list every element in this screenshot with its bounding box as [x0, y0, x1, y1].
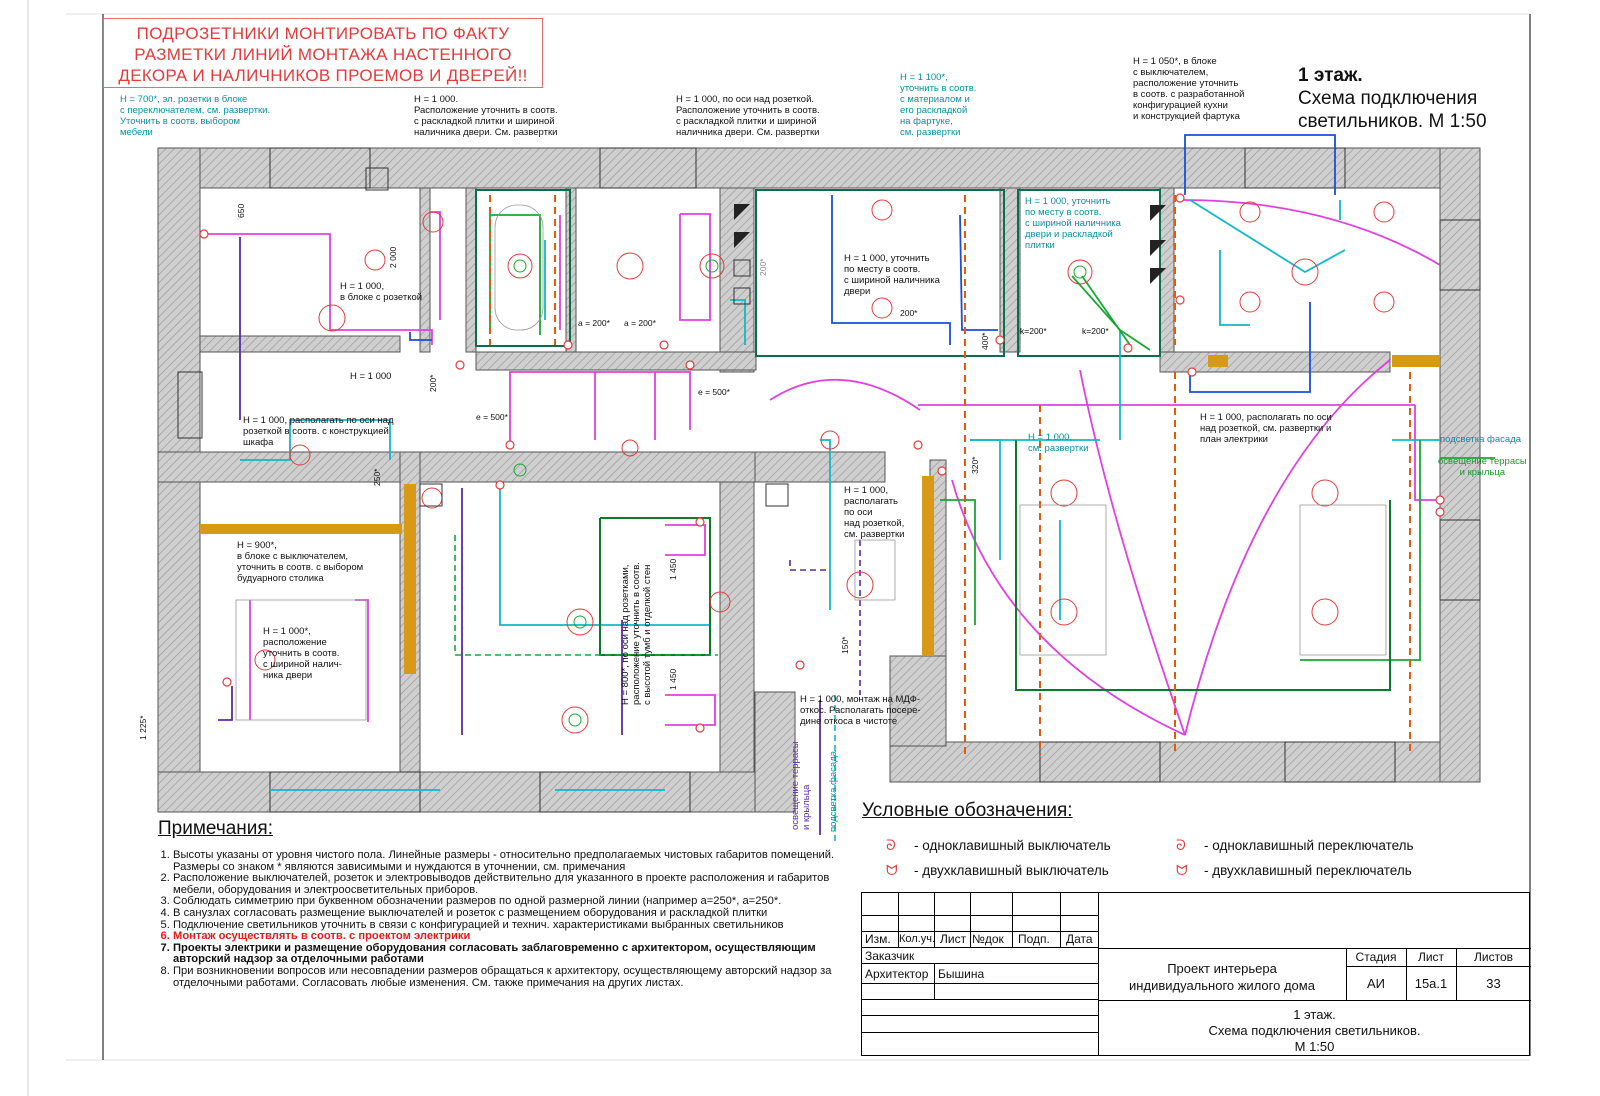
annotation-1000-see: H = 1 000, см. развертки: [1028, 432, 1089, 454]
legend-heading: Условные обозначения:: [862, 800, 1073, 821]
dim-1225: 1 225*: [138, 715, 148, 740]
legend-section: Условные обозначения:: [862, 800, 1502, 836]
dim-k200-2: k=200*: [1082, 326, 1109, 336]
double-switch-icon: ᗢ: [886, 862, 898, 878]
note-5: Подключение светильников уточнить в связ…: [173, 919, 858, 932]
warning-box: ПОДРОЗЕТНИКИ МОНТИРОВАТЬ ПО ФАКТУ РАЗМЕТ…: [103, 18, 543, 88]
annotation-facade-lighting-vertical: подсветка фасада: [828, 750, 839, 832]
architect-label: Архитектор: [865, 967, 929, 981]
architect-name: Бышина: [938, 967, 985, 981]
dim-400: 400*: [980, 332, 990, 351]
dim-650: 650: [236, 203, 246, 218]
note-7: Проекты электрики и размещение оборудова…: [173, 942, 858, 966]
annotation-facade-lighting: подсветка фасада: [1440, 434, 1522, 445]
title-floor: 1 этаж.: [1298, 65, 1363, 86]
dim-1450-1: 1 450: [668, 558, 678, 580]
sheet-value: 15а.1: [1414, 976, 1448, 991]
single-switch-icon: ᘐ: [886, 837, 896, 853]
dim-150: 150*: [840, 636, 850, 655]
note-8: При возникновении вопросов или несовпаде…: [173, 965, 858, 989]
notes-heading: Примечания:: [158, 818, 273, 839]
title-block: Изм. Кол.уч. Лист №док Подп. Дата Заказч…: [861, 892, 1531, 1056]
dim-200: 200*: [900, 308, 918, 318]
col-kol: Кол.уч.: [899, 933, 936, 945]
warning-line-2: РАЗМЕТКИ ЛИНИЙ МОНТАЖА НАСТЕННОГО: [134, 45, 512, 64]
annotation-800-cabinets: H = 800*, по оси над розетками, располож…: [620, 562, 653, 705]
note-6: Монтаж осуществлять в соотв. с проектом …: [173, 931, 858, 943]
annotation-socket-700: H = 700*, эл. розетки в блоке с переключ…: [120, 94, 271, 138]
single-changeover-icon: ᘐ: [1176, 837, 1186, 853]
dim-250: 250*: [372, 468, 382, 487]
annotation-1000-socket-block: H = 1 000, в блоке с розеткой: [340, 281, 423, 303]
annotation-1000-door: H = 1 000, уточнить по месту в соотв. с …: [844, 253, 940, 297]
legend-item-single-changeover: ᘐ- одноклавишный переключатель: [1176, 837, 1414, 853]
dim-e500-2: e = 500*: [698, 387, 730, 397]
col-list: Лист: [940, 932, 967, 946]
sheet-label: Лист: [1417, 950, 1445, 964]
dim-k200-1: k=200*: [1020, 326, 1047, 336]
note-3: Соблюдать симметрию при буквенном обозна…: [173, 896, 858, 908]
dim-2000: 2 000: [388, 246, 398, 268]
warning-line-1: ПОДРОЗЕТНИКИ МОНТИРОВАТЬ ПО ФАКТУ: [136, 24, 510, 43]
dim-320: 320*: [970, 456, 980, 475]
sheets-value: 33: [1486, 976, 1501, 991]
annotation-terrace-lighting: освещение террасы и крыльца: [1438, 456, 1527, 478]
notes-section: Примечания: Высоты указаны от уровня чис…: [158, 818, 858, 989]
annotation-1100-apron: H = 1 100*, уточнить в соотв. с материал…: [900, 72, 977, 138]
note-1: Высоты указаны от уровня чистого пола. Л…: [173, 849, 858, 873]
sheet-title: 1 этаж. Схема подключения светильников. …: [1298, 64, 1487, 133]
double-changeover-icon: ᗢ: [1176, 862, 1188, 878]
annotation-900-table: H = 900*, в блоке с выключателем, уточни…: [237, 540, 364, 584]
legend-item-double-changeover: ᗢ- двухклавишный переключатель: [1176, 862, 1412, 878]
annotation-1000-tile: H = 1 000. Расположение уточнить в соотв…: [414, 94, 558, 138]
sheet-title-stamp: 1 этаж. Схема подключения светильников. …: [1208, 1007, 1421, 1054]
annotation-1050-kitchen: H = 1 050*, в блоке с выключателем, расп…: [1133, 56, 1245, 122]
stage-label: Стадия: [1355, 950, 1397, 964]
sheets-label: Листов: [1474, 950, 1513, 964]
col-doc: №док: [972, 932, 1004, 946]
col-izm: Изм.: [865, 932, 891, 946]
note-2: Расположение выключателей, розеток и эле…: [173, 872, 858, 896]
dim-200-2: 200*: [428, 374, 438, 393]
legend-item-single-switch: ᘐ- одноклавишный выключатель: [886, 837, 1111, 853]
title-line-1: Схема подключения: [1298, 88, 1478, 109]
annotation-1000-over-socket: H = 1 000, располагать по оси над розетк…: [844, 485, 905, 540]
title-line-2: светильников. М 1:50: [1298, 111, 1487, 132]
col-podp: Подп.: [1018, 932, 1050, 946]
dim-a200-1: a = 200*: [578, 318, 610, 328]
annotation-1000-electric-plan: H = 1 000, располагать по оси над розетк…: [1200, 412, 1332, 445]
stage-value: АИ: [1366, 976, 1385, 991]
customer-label: Заказчик: [865, 949, 915, 963]
annotation-1000-wardrobe: H = 1 000, располагать по оси над розетк…: [243, 415, 394, 448]
dim-1450-2: 1 450: [668, 668, 678, 690]
annotation-terrace-lighting-vertical: освещение террасы и крыльца: [790, 741, 812, 830]
annotation-1000-mdf: H = 1 000, монтаж на МДФ- откос. Распола…: [800, 694, 921, 727]
project-name: Проект интерьера индивидуального жилого …: [1129, 961, 1315, 993]
legend-item-double-switch: ᗢ- двухклавишный выключатель: [886, 862, 1109, 878]
note-4: В санузлах согласовать размещение выключ…: [173, 907, 858, 920]
annotation-1000-axis: H = 1 000, по оси над розеткой. Располож…: [676, 94, 820, 138]
annotation-1000-door-tile: H = 1 000, уточнить по месту в соотв. с …: [1025, 196, 1121, 251]
dim-e500-1: e = 500*: [476, 412, 508, 422]
annotation-1000-door-width: H = 1 000*, расположение уточнить в соот…: [263, 626, 342, 681]
col-date: Дата: [1066, 932, 1093, 946]
dim-a200-2: a = 200*: [624, 318, 656, 328]
dim-200-3: 200*: [758, 258, 768, 277]
annotation-1000: H = 1 000: [350, 371, 392, 382]
warning-line-3: ДЕКОРА И НАЛИЧНИКОВ ПРОЕМОВ И ДВЕРЕЙ!!: [118, 66, 528, 85]
